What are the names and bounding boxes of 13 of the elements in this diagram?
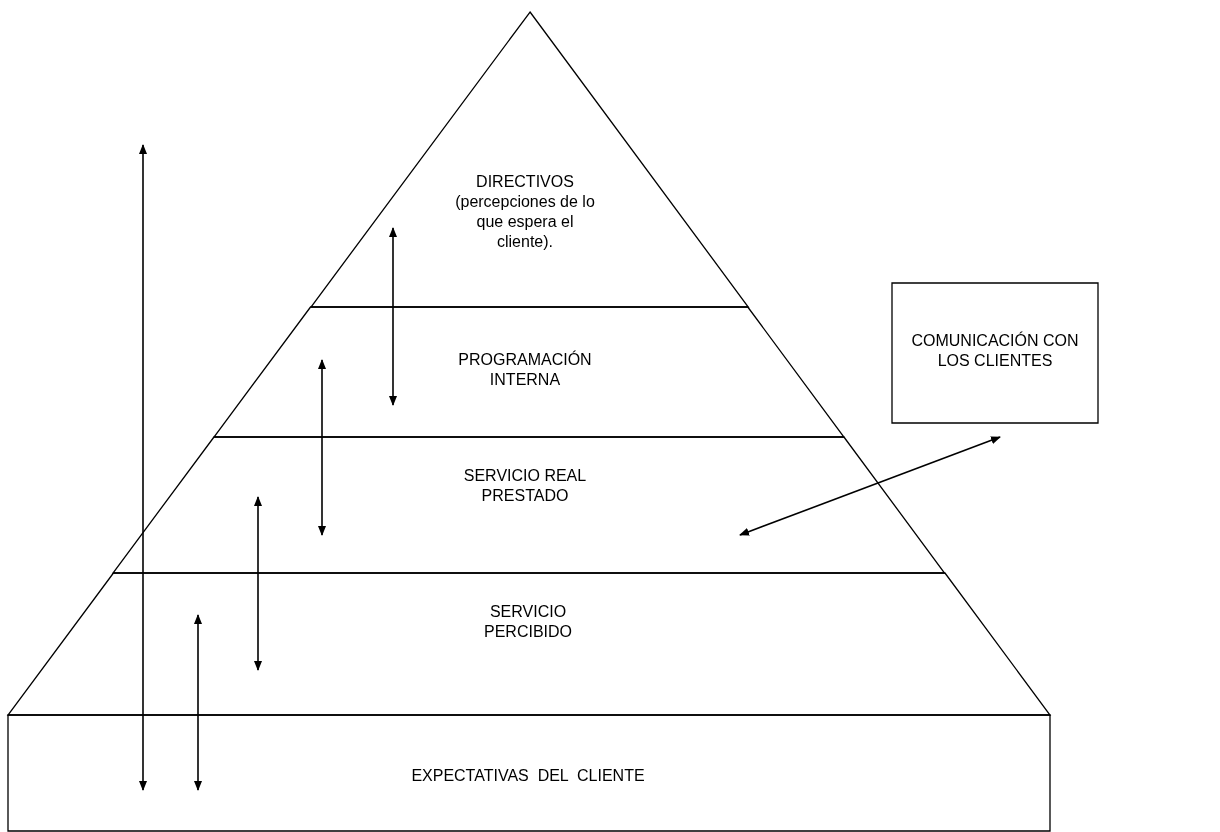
level-label: SERVICIO PERCIBIDO [483,602,573,642]
double-arrow [318,359,326,536]
level-label: PROGRAMACIÓN INTERNA [457,350,593,390]
level-label: SERVICIO REAL PRESTADO [462,466,588,506]
double-arrow [739,436,1001,536]
double-arrow [389,227,397,406]
double-arrow [254,496,262,671]
double-arrow [139,144,147,791]
level-label: EXPECTATIVAS DEL CLIENTE [410,766,646,786]
level-description: (percepciones de lo que espera el cliente). [454,192,596,252]
level-label: COMUNICACIÓN CON LOS CLIENTES [910,331,1080,371]
double-arrow [194,614,202,791]
level-title: DIRECTIVOS [475,172,575,192]
